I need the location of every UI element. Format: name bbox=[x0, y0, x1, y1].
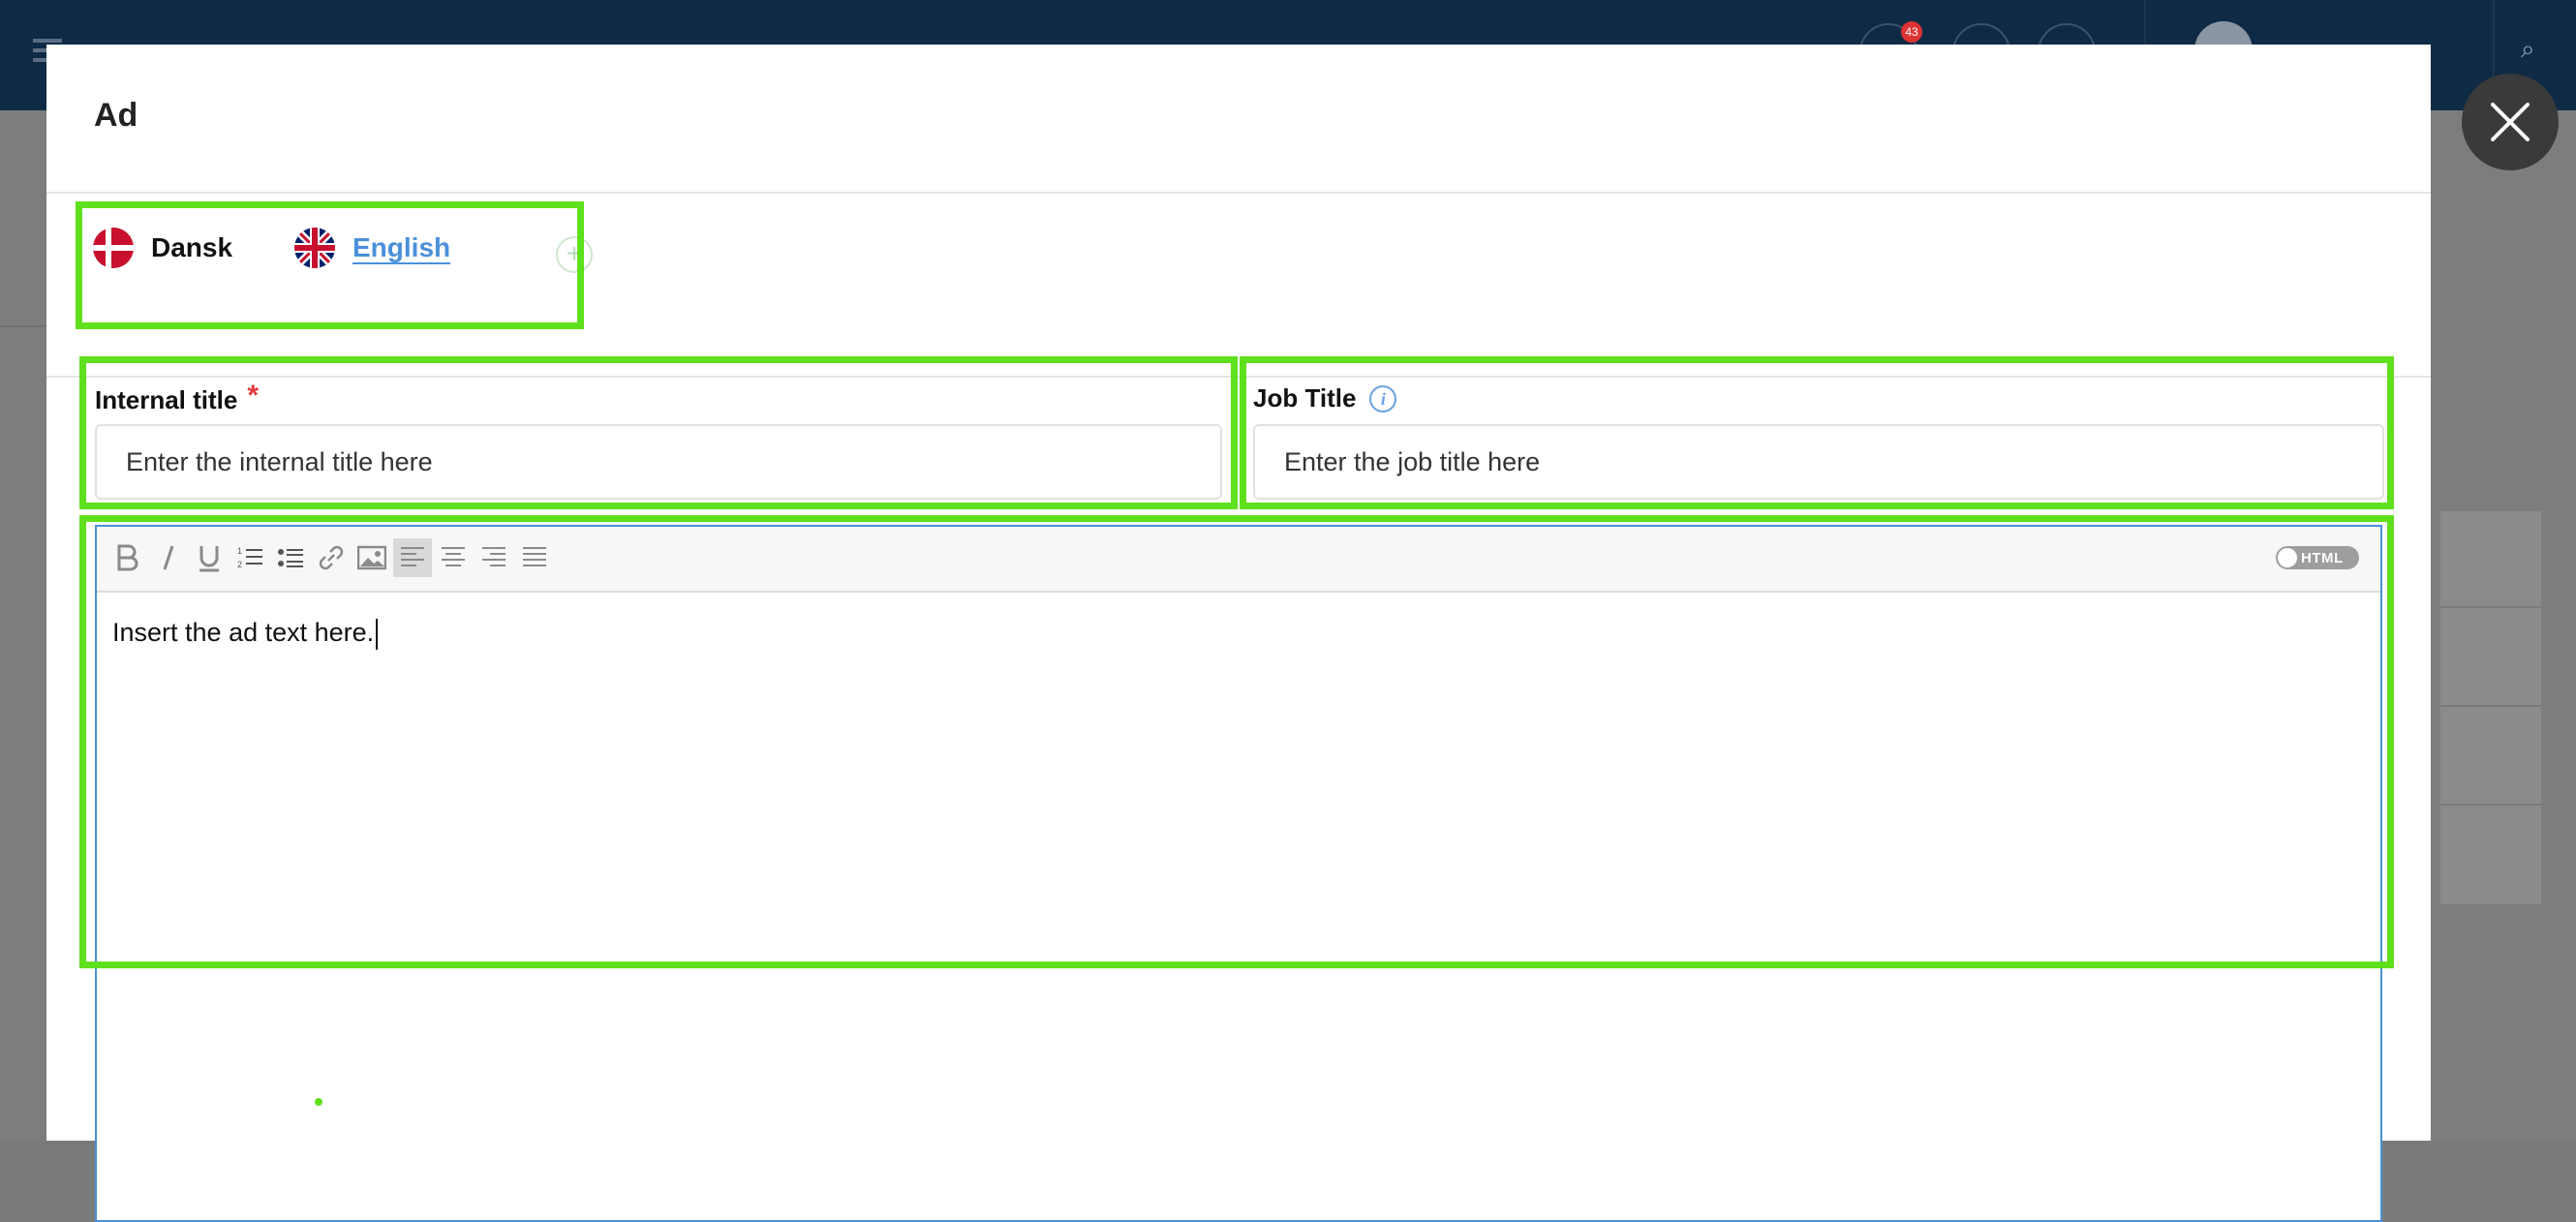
svg-text:1: 1 bbox=[237, 546, 242, 556]
editor-text: Insert the ad text here. bbox=[112, 618, 375, 647]
unordered-list-icon[interactable] bbox=[271, 538, 310, 577]
toggle-knob bbox=[2278, 548, 2297, 567]
bold-icon[interactable] bbox=[108, 538, 147, 577]
divider bbox=[2440, 705, 2541, 707]
info-icon[interactable]: i bbox=[1369, 384, 1397, 412]
align-right-icon[interactable] bbox=[475, 538, 513, 577]
internal-title-label: Internal title bbox=[95, 384, 238, 414]
close-modal-button[interactable] bbox=[2462, 74, 2559, 170]
job-title-group: Job Title i bbox=[1238, 358, 2384, 507]
html-mode-toggle[interactable]: HTML bbox=[2276, 546, 2359, 569]
language-tabs: Dansk English bbox=[76, 188, 620, 311]
svg-text:2: 2 bbox=[237, 560, 242, 569]
job-title-input[interactable] bbox=[1253, 424, 2384, 500]
image-icon[interactable] bbox=[353, 538, 391, 577]
background-panel bbox=[2440, 511, 2541, 904]
add-language-button[interactable]: + bbox=[556, 236, 593, 273]
menu-icon bbox=[33, 39, 62, 43]
modal-header: Ad bbox=[46, 45, 2431, 194]
tab-english[interactable]: English bbox=[294, 227, 450, 269]
tab-dansk-label: Dansk bbox=[151, 232, 233, 262]
notification-badge: 43 bbox=[1901, 21, 1922, 43]
align-left-icon[interactable] bbox=[393, 538, 432, 577]
job-title-label-row: Job Title i bbox=[1253, 383, 1397, 413]
internal-title-group: Internal title * bbox=[79, 358, 1222, 507]
underline-icon[interactable] bbox=[190, 538, 229, 577]
align-justify-icon[interactable] bbox=[515, 538, 554, 577]
text-caret bbox=[376, 618, 379, 650]
internal-title-input[interactable] bbox=[95, 424, 1222, 500]
denmark-flag-icon bbox=[93, 228, 134, 268]
align-center-icon[interactable] bbox=[434, 538, 473, 577]
divider bbox=[2440, 804, 2541, 806]
ad-modal: Ad Dansk bbox=[46, 45, 2431, 1222]
plus-icon: + bbox=[566, 238, 583, 268]
internal-title-label-row: Internal title * bbox=[95, 380, 260, 416]
search-icon: ⌕ bbox=[2521, 34, 2535, 63]
editor-content[interactable]: Insert the ad text here. bbox=[112, 618, 379, 650]
divider bbox=[0, 325, 46, 327]
highlight-dot bbox=[315, 1098, 322, 1106]
tab-dansk[interactable]: Dansk bbox=[93, 227, 232, 269]
close-icon bbox=[2491, 103, 2530, 141]
divider bbox=[2440, 606, 2541, 608]
language-bar: Dansk English bbox=[46, 194, 2431, 378]
modal-title: Ad bbox=[94, 97, 138, 134]
link-icon[interactable] bbox=[312, 538, 351, 577]
italic-icon[interactable] bbox=[149, 538, 188, 577]
uk-flag-icon bbox=[294, 228, 335, 268]
html-toggle-label: HTML bbox=[2301, 550, 2344, 566]
divider bbox=[2493, 0, 2495, 110]
job-title-label: Job Title bbox=[1253, 383, 1357, 412]
tab-english-label: English bbox=[353, 232, 451, 262]
required-indicator: * bbox=[247, 380, 260, 412]
